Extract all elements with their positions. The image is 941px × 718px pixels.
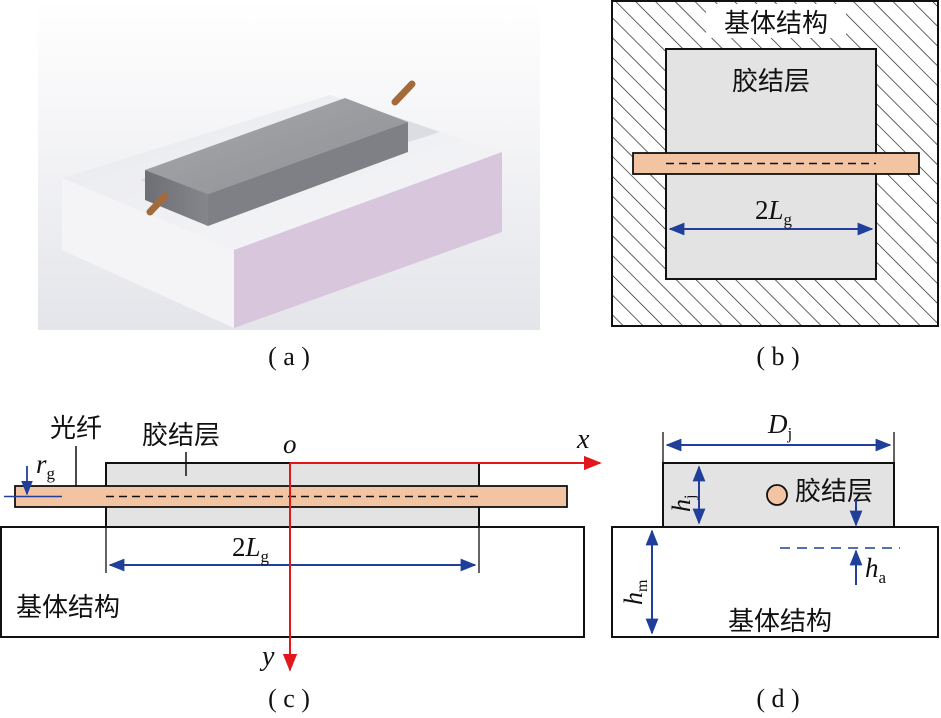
panel-b-caption: ( b ) [756,342,799,371]
adhesive-label: 胶结层 [732,67,810,97]
radius-label: rg [36,449,56,483]
width-label: Dj [767,409,792,443]
substrate [0,526,585,638]
substrate-thickness-label: hm [619,579,651,605]
panel-d-caption: ( d ) [756,684,799,713]
panel-b: 基体结构 胶结层 2Lg ( b ) [611,0,939,371]
substrate-label: 基体结构 [16,593,120,623]
offset-label: ha [865,553,887,587]
substrate-label: 基体结构 [724,9,828,39]
block-top-face [145,98,408,194]
fiber-cross-section [766,484,788,506]
block-front-face [145,170,208,226]
x-axis-label: x [576,424,590,455]
panel-d: 胶结层 基体结构 Dj hj hm ha ( d ) [611,409,939,713]
bond-length-label: 2Lg [232,532,270,566]
adhesive-label: 胶结层 [142,421,220,451]
origin-label: o [283,429,297,459]
block-side-face [208,122,408,226]
adhesive-label: 胶结层 [795,477,873,507]
bond-length-label: 2Lg [755,195,793,229]
fiber-end-left [146,192,169,216]
substrate-label-background [706,4,846,38]
fiber-label: 光纤 [50,414,102,444]
base-side-face [234,152,502,328]
y-axis-label: y [259,641,275,672]
panel-c-caption: ( c ) [268,684,310,713]
panel-a-caption: ( a ) [268,342,310,371]
panel-c: 基体结构 光纤 胶结层 rg 2Lg o x y ( c ) [0,414,602,713]
fiber-end-right [391,80,416,106]
base-front-face [62,178,234,328]
panel-a: ( a ) [38,0,540,371]
substrate-label: 基体结构 [728,607,832,637]
adhesive-thickness-label: hj [667,495,699,512]
substrate [611,526,939,638]
